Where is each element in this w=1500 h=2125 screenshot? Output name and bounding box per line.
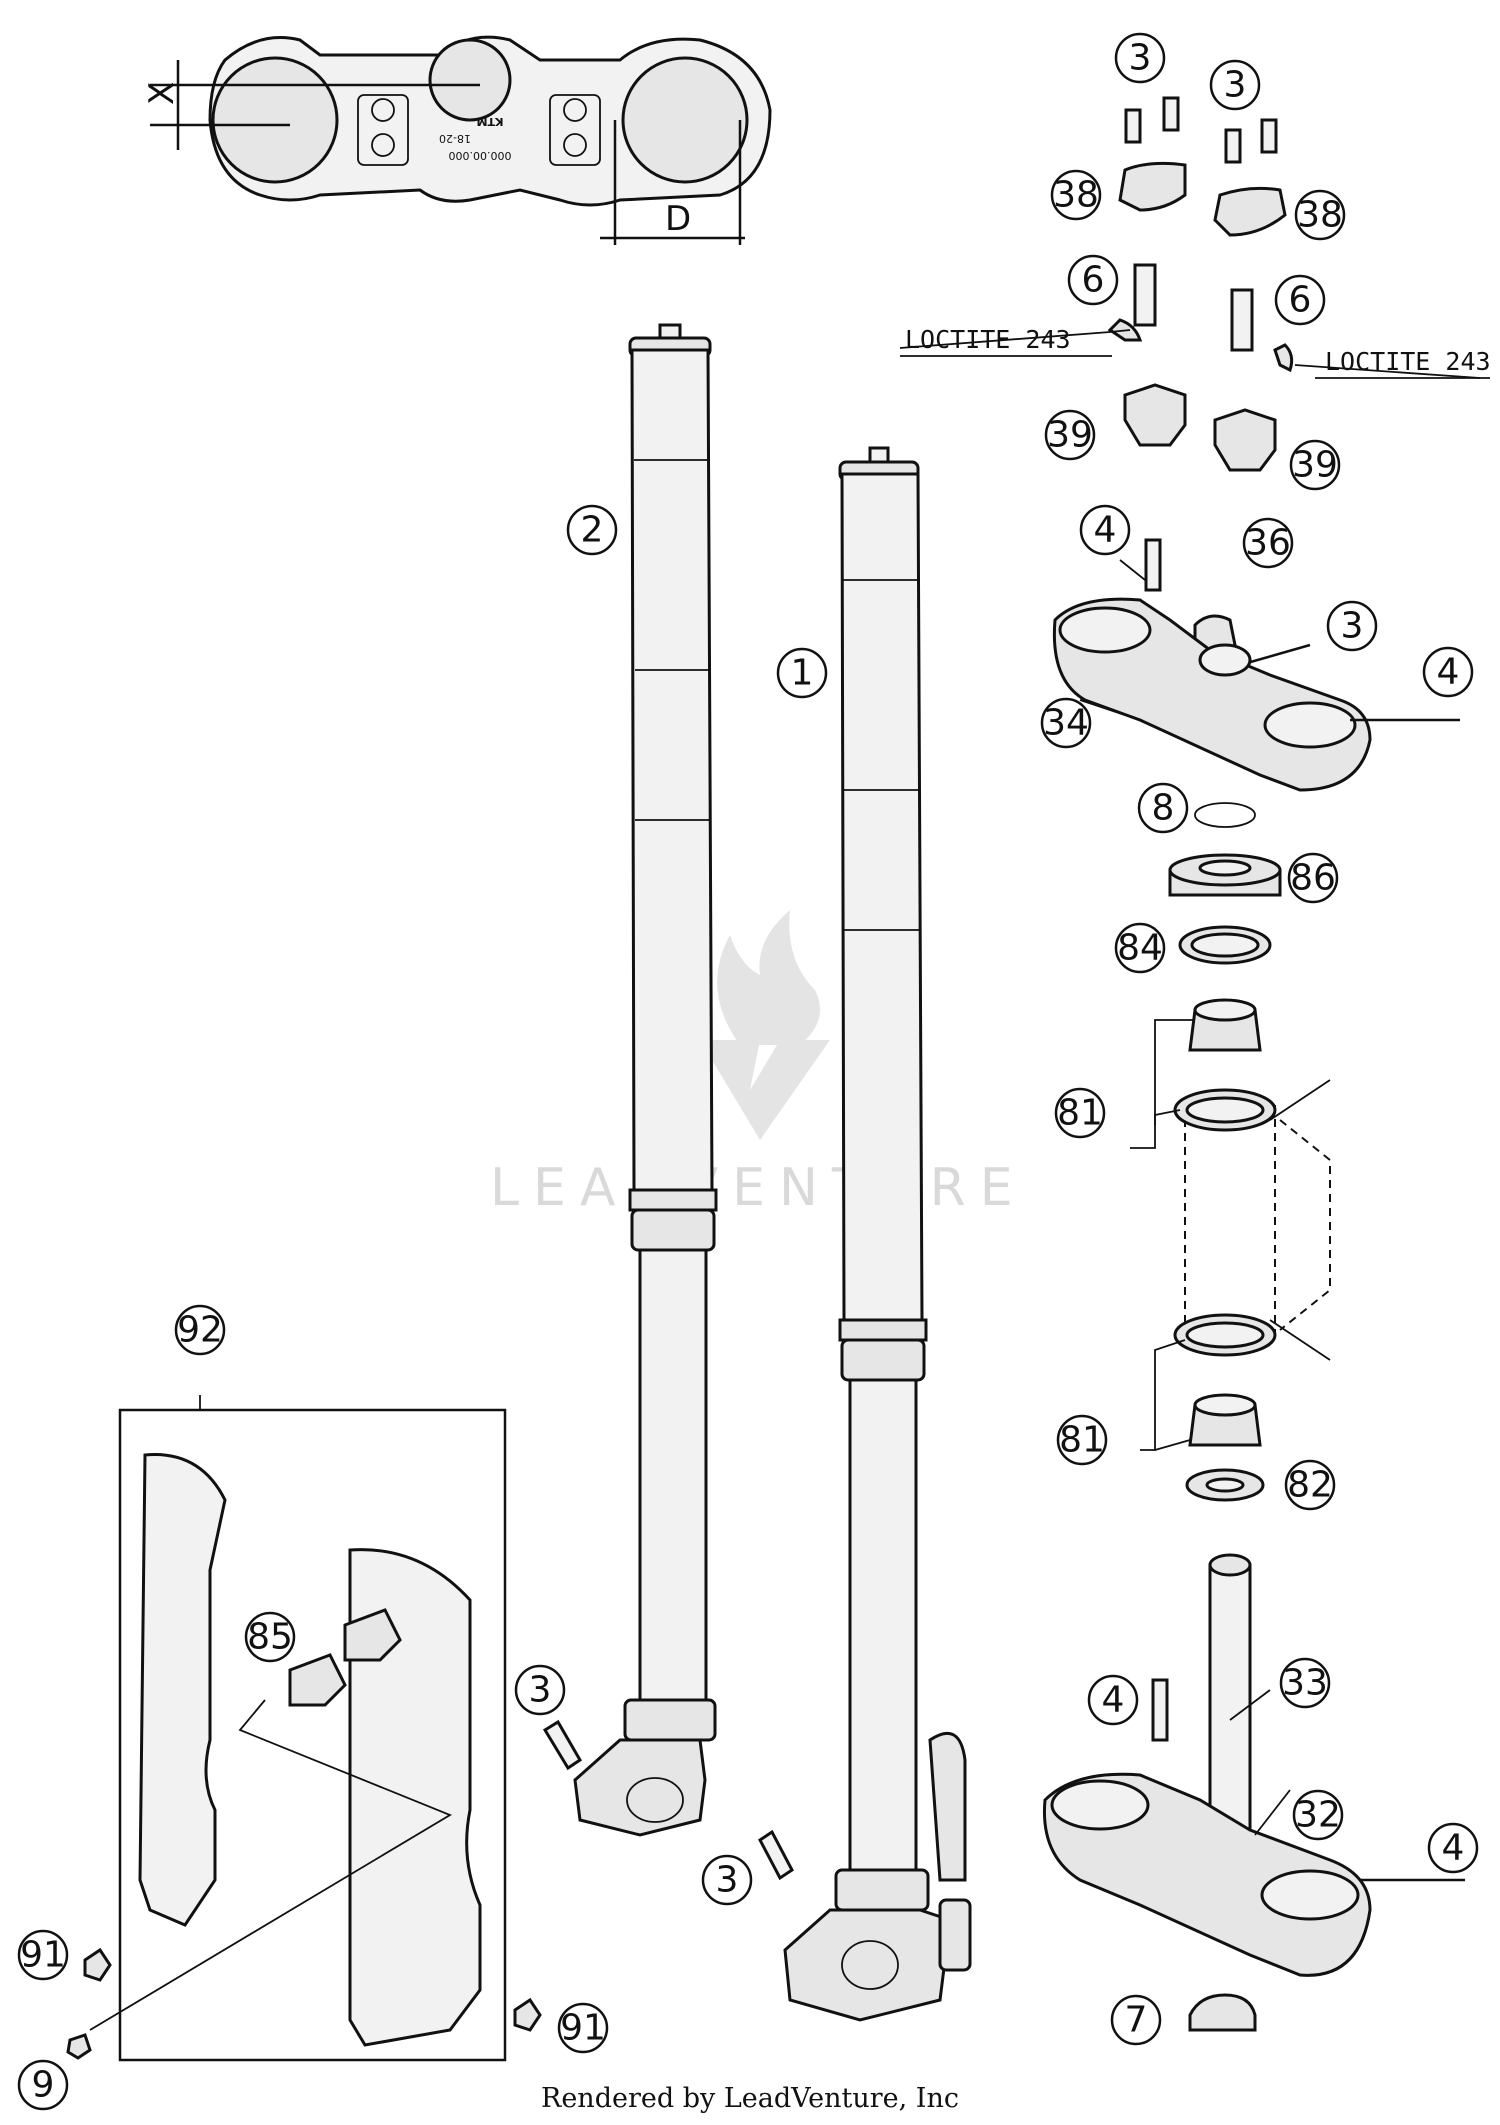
svg-text:3: 3 [716, 1860, 739, 1901]
svg-text:91: 91 [20, 1935, 66, 1976]
callout-86: 86 [1287, 852, 1339, 904]
svg-text:81: 81 [1059, 1420, 1105, 1461]
callout-91: 91 [557, 2002, 609, 2054]
dimension-x-label: X [142, 82, 182, 105]
lower-triple-clamp [1042, 1553, 1465, 2032]
loctite-note-right: LOCTITE 243 [1325, 347, 1491, 376]
callout-4: 4 [1087, 1674, 1139, 1726]
callout-3: 3 [1326, 600, 1378, 652]
callout-36: 36 [1242, 517, 1294, 569]
steering-bearing-stack [1168, 802, 1331, 1502]
svg-text:3: 3 [529, 1670, 552, 1711]
callout-92: 92 [174, 1304, 226, 1356]
callout-38: 38 [1294, 189, 1346, 241]
callout-32: 32 [1292, 1789, 1344, 1841]
dimension-d-label: D [665, 199, 691, 239]
callout-3: 3 [514, 1664, 566, 1716]
svg-text:91: 91 [560, 2008, 606, 2049]
svg-text:2: 2 [581, 510, 604, 551]
svg-text:38: 38 [1297, 195, 1343, 236]
svg-text:1: 1 [791, 653, 814, 694]
callout-2: 2 [566, 504, 618, 556]
svg-text:32: 32 [1295, 1795, 1341, 1836]
callout-4: 4 [1422, 646, 1474, 698]
callout-1: 1 [776, 647, 828, 699]
fork-guard-kit [66, 1395, 542, 2062]
callout-84: 84 [1114, 922, 1166, 974]
callout-3: 3 [701, 1854, 753, 1906]
loctite-notes: LOCTITE 243 LOCTITE 243 [900, 325, 1491, 379]
svg-text:8: 8 [1152, 788, 1175, 829]
svg-text:4: 4 [1102, 1680, 1125, 1721]
callout-33: 33 [1279, 1657, 1331, 1709]
svg-text:85: 85 [247, 1617, 293, 1658]
leader-lines [899, 329, 1481, 1836]
callout-3: 3 [1209, 59, 1261, 111]
callout-layer: 3 3 38 38 6 6 39 39 4 36 3 4 34 8 86 84 … [17, 32, 1479, 2111]
svg-text:82: 82 [1287, 1465, 1333, 1506]
svg-text:3: 3 [1129, 38, 1152, 79]
callout-81: 81 [1054, 1087, 1106, 1139]
axle-clamp-bolts [542, 1719, 794, 1881]
callout-38: 38 [1050, 169, 1102, 221]
callout-6: 6 [1067, 254, 1119, 306]
watermark: LEADVENTURE [490, 910, 1027, 1218]
svg-text:7: 7 [1125, 2000, 1148, 2041]
svg-text:38: 38 [1053, 175, 1099, 216]
svg-text:4: 4 [1094, 510, 1117, 551]
callout-82: 82 [1284, 1459, 1336, 1511]
callout-91: 91 [17, 1929, 69, 1981]
svg-text:36: 36 [1245, 523, 1291, 564]
svg-text:39: 39 [1047, 415, 1093, 456]
footer-credit: Rendered by LeadVenture, Inc [541, 2083, 959, 2114]
svg-text:84: 84 [1117, 928, 1163, 969]
svg-text:81: 81 [1057, 1093, 1103, 1134]
callout-7: 7 [1110, 1994, 1162, 2046]
svg-text:39: 39 [1292, 445, 1338, 486]
callout-4: 4 [1427, 1822, 1479, 1874]
svg-text:6: 6 [1082, 260, 1105, 301]
watermark-text: LEADVENTURE [490, 1158, 1027, 1218]
callout-9: 9 [17, 2059, 69, 2111]
upper-triple-clamp [1052, 538, 1460, 792]
svg-text:92: 92 [177, 1310, 223, 1351]
callout-34: 34 [1040, 697, 1092, 749]
fork-leg-2 [573, 323, 718, 1837]
callout-3: 3 [1114, 32, 1166, 84]
clamp-offset-mark: 18-20 [439, 132, 471, 145]
callout-85: 85 [244, 1611, 296, 1663]
callout-39: 39 [1289, 439, 1341, 491]
callout-8: 8 [1137, 782, 1189, 834]
svg-text:9: 9 [32, 2065, 55, 2106]
fork-leg-1 [783, 446, 972, 2022]
svg-text:4: 4 [1442, 1828, 1465, 1869]
loctite-note-left: LOCTITE 243 [905, 325, 1071, 354]
svg-text:3: 3 [1341, 606, 1364, 647]
svg-text:34: 34 [1043, 703, 1089, 744]
callout-4: 4 [1079, 504, 1131, 556]
clamp-part-number: 000.00.000 [449, 149, 512, 162]
top-clamp-detail: 000.00.000 18-20 KTM X D [142, 35, 772, 245]
svg-text:33: 33 [1282, 1663, 1328, 1704]
callout-81: 81 [1056, 1414, 1108, 1466]
svg-text:4: 4 [1437, 652, 1460, 693]
svg-text:3: 3 [1224, 65, 1247, 106]
callout-39: 39 [1044, 409, 1096, 461]
svg-text:6: 6 [1289, 280, 1312, 321]
svg-text:86: 86 [1290, 858, 1336, 899]
callout-6: 6 [1274, 274, 1326, 326]
clamp-brand-mark: KTM [477, 115, 504, 128]
handlebar-clamp-group [1107, 96, 1294, 472]
